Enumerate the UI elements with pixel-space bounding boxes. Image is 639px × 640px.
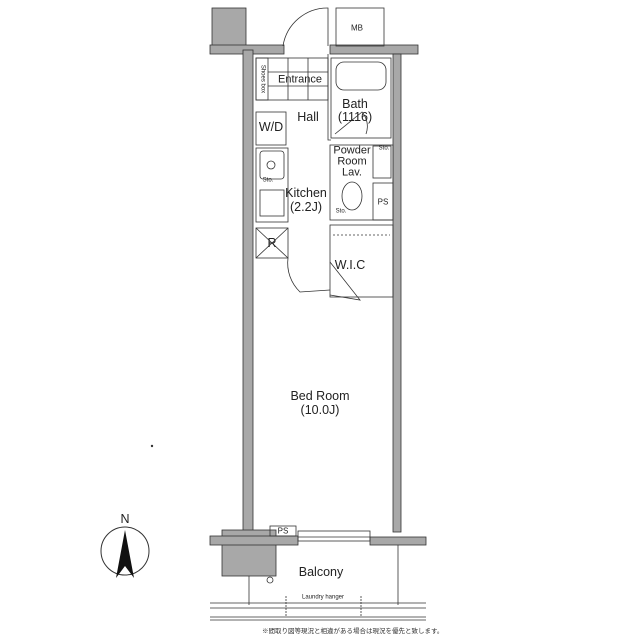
bath-room	[330, 57, 392, 139]
wic-label: W.I.C	[334, 257, 366, 272]
bedroom-label: Bed Room	[290, 388, 350, 403]
powder-room	[329, 144, 394, 221]
storage-label: Sto.	[262, 177, 274, 184]
kitchen-size: (2.2J)	[290, 199, 322, 214]
hall-label: Hall	[297, 109, 319, 124]
refrigerator-space	[255, 227, 289, 259]
walk-in-closet	[329, 224, 394, 298]
mb-label: MB	[351, 23, 363, 33]
compass-circle	[100, 526, 150, 576]
kitchen-counter	[255, 147, 289, 223]
shoes-box	[255, 57, 269, 101]
powder-lav-label: Lav.	[342, 166, 362, 179]
balcony-ps-label: PS	[277, 526, 289, 536]
storage-label: Sto.	[378, 145, 390, 152]
refrigerator-label: R	[267, 235, 277, 250]
shoes-box-label: Shoes box	[259, 64, 266, 94]
bath-label: Bath	[342, 96, 368, 111]
balcony-label: Balcony	[298, 564, 344, 579]
bedroom-size: (10.0J)	[300, 402, 340, 417]
ps-label: PS	[377, 197, 389, 207]
wd-label: W/D	[258, 119, 284, 134]
walls	[209, 7, 427, 577]
washer-dryer-space	[255, 111, 287, 146]
powder-room-label: Powder	[333, 144, 371, 157]
bathtub	[335, 61, 387, 91]
footnote: ※間取り図等現況と相違がある場合は現況を優先と致します。	[262, 628, 444, 635]
pipe-space	[372, 182, 394, 221]
entrance-label: Entrance	[277, 73, 323, 86]
fixtures	[210, 7, 426, 621]
compass	[100, 526, 150, 578]
powder-room-label-2: Room	[337, 155, 367, 168]
laundry-hanger-label: Laundry hanger	[301, 594, 345, 601]
north-arrow-icon	[116, 530, 134, 578]
meter-box	[335, 7, 385, 47]
compass-north-label: N	[120, 511, 130, 526]
toilet	[341, 181, 363, 211]
entry-door-swing	[282, 7, 329, 47]
storage-label: Sto.	[335, 208, 347, 215]
bath-size: (1116)	[337, 109, 373, 124]
balcony-window	[297, 530, 371, 542]
kitchen-label: Kitchen	[285, 185, 327, 200]
